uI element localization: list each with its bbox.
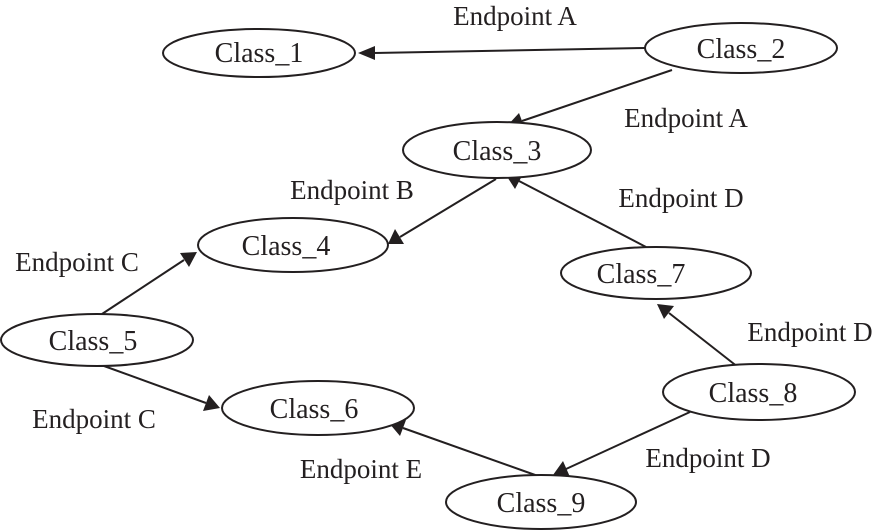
node-label: Class_4 [242, 231, 331, 262]
edge-class8-to-class7 [657, 304, 744, 372]
edge-class3-to-class4 [388, 178, 497, 244]
edge-label-class7-class3: Endpoint D [618, 183, 743, 213]
node-label: Class_5 [49, 326, 138, 357]
edge-class2-to-class1 [358, 46, 646, 60]
node-class-1[interactable]: Class_1 [162, 28, 356, 78]
node-class-9[interactable]: Class_9 [445, 474, 637, 530]
node-class-2[interactable]: Class_2 [644, 22, 838, 74]
edge-label-class3-class4: Endpoint B [290, 175, 414, 205]
node-label: Class_9 [497, 488, 586, 519]
node-label: Class_6 [270, 394, 359, 425]
node-label: Class_8 [709, 378, 798, 409]
node-label: Class_7 [597, 259, 686, 290]
node-label: Class_1 [215, 38, 304, 69]
edge-label-class8-class7: Endpoint D [747, 317, 872, 347]
edge-class8-to-class9 [553, 411, 691, 477]
node-class-8[interactable]: Class_8 [662, 363, 856, 421]
edge-label-class5-class4: Endpoint C [15, 247, 139, 277]
node-label: Class_3 [453, 136, 542, 167]
edge-label-class9-class6: Endpoint E [300, 454, 422, 484]
edge-label-class8-class9: Endpoint D [645, 443, 770, 473]
node-class-3[interactable]: Class_3 [402, 121, 592, 179]
node-class-4[interactable]: Class_4 [197, 217, 389, 273]
node-class-7[interactable]: Class_7 [560, 246, 752, 300]
edge-label-class2-class1: Endpoint A [453, 1, 577, 31]
edge-class5-to-class6 [103, 365, 220, 411]
edge-label-class2-class3: Endpoint A [624, 103, 748, 133]
edge-class5-to-class4 [101, 252, 197, 315]
node-class-6[interactable]: Class_6 [221, 380, 415, 436]
node-class-5[interactable]: Class_5 [0, 313, 194, 367]
node-label: Class_2 [697, 34, 786, 65]
edge-label-class5-class6: Endpoint C [32, 404, 156, 434]
